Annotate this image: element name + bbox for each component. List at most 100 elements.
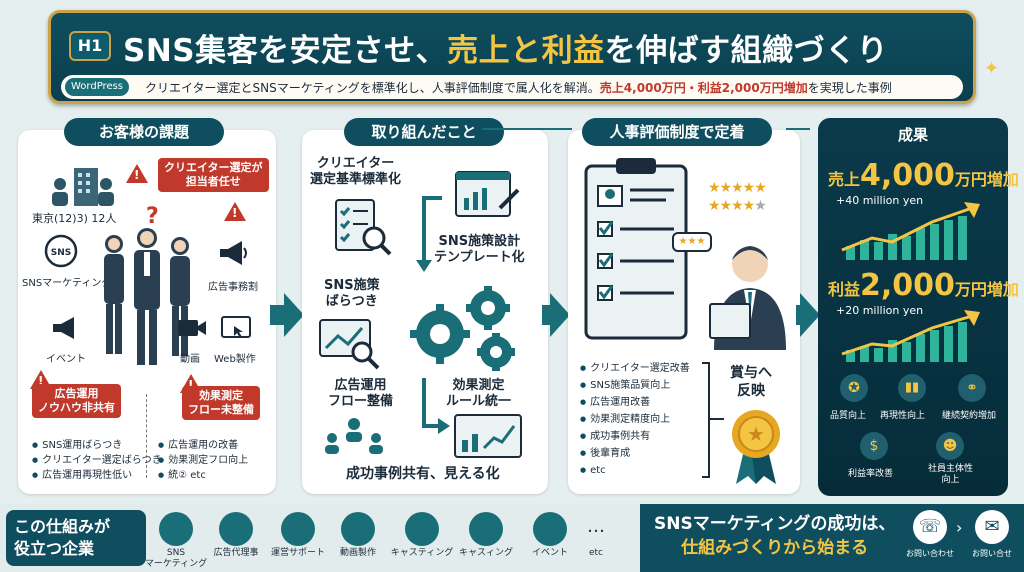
- sales-english: +40 million yen: [836, 194, 924, 207]
- money-icon: $: [860, 432, 888, 460]
- contact-mail-button[interactable]: ✉ お問い合せ: [962, 510, 1022, 559]
- sales-prefix: 売上: [828, 170, 861, 189]
- calendar-icon: [533, 512, 567, 546]
- challenges-title: お客様の課題: [64, 118, 224, 146]
- dashboard-chart-icon: [452, 412, 524, 464]
- manager-person-illustration: [704, 240, 796, 354]
- svg-text:SNS: SNS: [51, 248, 72, 258]
- chevron-right-icon: ›: [956, 518, 963, 537]
- action-creator-standard: クリエイター 選定基準標準化: [310, 156, 402, 187]
- h1-badge: H1: [69, 31, 111, 61]
- divider: [146, 394, 147, 478]
- list-item: クリエイター選定ばらつき: [32, 453, 162, 468]
- subtitle-end: を実現した事例: [807, 81, 892, 95]
- subtitle-highlight: 売上4,000万円・利益2,000万円増加: [599, 81, 808, 95]
- flow-arrow: [270, 305, 286, 325]
- gears-icon: [400, 278, 530, 382]
- bracket-arrow: [710, 418, 724, 420]
- profit-growth-chart-icon: [832, 308, 998, 368]
- action-success-share: 成功事例共有、見える化: [346, 466, 500, 482]
- problem-measurement-flow: 効果測定 フロー未整備: [182, 386, 260, 420]
- industry-label: 動画製作: [339, 548, 376, 558]
- evaluation-bullets: クリエイター選定改善 SNS施策品質向上 広告運用改善 効果測定精度向上 成功事…: [580, 360, 690, 479]
- event-megaphone-icon: [50, 314, 82, 346]
- warning-icon: !: [224, 202, 246, 221]
- contact-phone-button[interactable]: ☏ お問い合わせ: [900, 510, 960, 559]
- flow-arrow: [796, 305, 802, 325]
- list-item: 成功事例共有: [580, 428, 690, 445]
- problem-creator-selection: クリエイター選定が 担当者任せ: [158, 158, 269, 192]
- result-margin: 利益率改善: [848, 469, 894, 479]
- label-web: Web製作: [214, 354, 256, 365]
- profit-suffix: 万円増加: [954, 280, 1019, 299]
- cta-line1: SNSマーケティングの成功は、: [654, 514, 896, 534]
- casting-icon: [405, 512, 439, 546]
- flow-arrow-head: [284, 293, 304, 337]
- industry-video: 動画製作: [326, 512, 390, 559]
- cta-line2: 仕組みづくりから始まる: [681, 538, 869, 558]
- sales-result: 売上4,000万円増加: [828, 158, 1019, 193]
- template-document-icon: [452, 168, 522, 226]
- action-measurement-rule: 効果測定 ルール統一: [446, 378, 512, 409]
- actions-panel: 取り組んだこと クリエイター 選定基準標準化 SNS施策設計 テンプレート化 S…: [302, 118, 548, 494]
- list-item: SNS施策品質向上: [580, 377, 690, 394]
- sales-suffix: 万円増加: [954, 170, 1019, 189]
- industry-label: etc: [588, 548, 603, 558]
- warning-icon: !: [126, 164, 148, 183]
- question-icon: ?: [146, 204, 159, 229]
- sns-network-icon: [159, 512, 193, 546]
- cta-message: SNSマーケティングの成功は、 仕組みづくりから始まる: [654, 512, 895, 560]
- connector-arrow: [482, 128, 572, 130]
- action-ad-flow: 広告運用 フロー整備: [328, 378, 394, 409]
- flow-arrow-head: [550, 293, 570, 337]
- result-initiative: 社員主体性 向上: [928, 464, 974, 485]
- list-item: 広告運用再現性低い: [32, 468, 162, 483]
- video-icon: [341, 512, 375, 546]
- chart-analysis-icon: [316, 316, 382, 374]
- team-people-illustration: [92, 222, 202, 376]
- industry-etc: …etc: [564, 512, 628, 559]
- building-icon: [219, 512, 253, 546]
- footer-label: この仕組みが 役立つ企業: [6, 510, 146, 566]
- list-item: 統② etc: [158, 468, 248, 483]
- footer-industries: この仕組みが 役立つ企業 SNS マーケティング 広告代理事 運営サポート 動画…: [0, 504, 640, 572]
- page-title: SNS集客を安定させ、売上と利益を伸ばす組織づくり: [123, 25, 888, 70]
- list-item: クリエイター選定改善: [580, 360, 690, 377]
- cycle-arrow-icon: [412, 374, 452, 442]
- industry-support: 運営サポート: [266, 512, 330, 559]
- title-highlight: 売上と利益: [447, 33, 605, 69]
- megaphone-icon: [216, 238, 250, 272]
- result-contract: 継続契約増加: [942, 411, 997, 421]
- list-item: 効果測定フロ向上: [158, 453, 248, 468]
- sales-growth-chart-icon: [832, 198, 998, 266]
- action-sns-variation: SNS施策 ばらつき: [324, 278, 380, 309]
- actions-title: 取り組んだこと: [344, 118, 504, 146]
- label-event: イベント: [46, 354, 86, 365]
- list-item: 広告運用の改善: [158, 438, 248, 453]
- megaphone-icon: [469, 512, 503, 546]
- connector-arrow: [786, 128, 810, 130]
- star-rating-icon: ★★★★★: [708, 198, 767, 214]
- industry-event: イベント: [518, 512, 582, 559]
- handshake-icon: ⚭: [958, 374, 986, 402]
- challenges-panel: お客様の課題 東京(12)3) 12人 ! クリエイター選定が 担当者任せ ! …: [18, 118, 276, 494]
- industry-casting-2: キャスィング: [454, 512, 518, 559]
- platform-badge: WordPress: [65, 78, 130, 96]
- subtitle-text: クリエイター選定とSNSマーケティングを標準化し、人事評価制度で属人化を解消。: [145, 81, 600, 95]
- challenge-bullets-left: SNS運用ばらつき クリエイター選定ばらつき 広告運用再現性低い: [32, 438, 162, 483]
- profit-english: +20 million yen: [836, 304, 924, 317]
- flow-arrow: [542, 305, 552, 325]
- industry-label: キャスティング: [390, 548, 454, 558]
- industry-sns: SNS マーケティング: [144, 512, 208, 570]
- mail-icon: ✉: [975, 510, 1009, 544]
- contact-label: お問い合せ: [972, 549, 1012, 558]
- evaluation-title: 人事評価制度で定着: [582, 118, 772, 146]
- profit-number: 2,000: [860, 268, 955, 303]
- result-reproducibility: 再現性向上: [880, 411, 926, 421]
- list-item: etc: [580, 462, 690, 479]
- subtitle-bar: WordPress クリエイター選定とSNSマーケティングを標準化し、人事評価制…: [61, 75, 963, 99]
- industry-label: 運営サポート: [270, 548, 325, 558]
- challenge-bullets-right: 広告運用の改善 効果測定フロ向上 統② etc: [158, 438, 248, 483]
- list-item: 効果測定精度向上: [580, 411, 690, 428]
- svg-text:★: ★: [747, 422, 765, 446]
